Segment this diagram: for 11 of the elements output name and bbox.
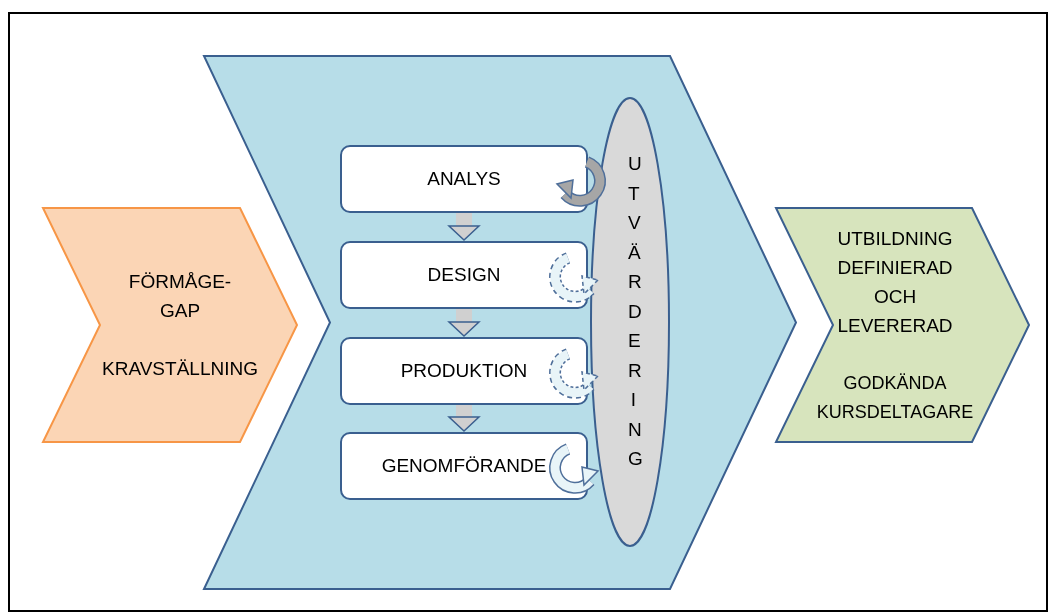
chevron-label: KRAVSTÄLLNING [102,357,258,381]
process-box: PRODUKTION [340,337,588,405]
block-arrow [448,213,480,241]
block-arrow [448,309,480,337]
block-arrow [448,405,480,432]
process-box: GENOMFÖRANDE [340,432,588,500]
chevron-label: FÖRMÅGE- GAP [127,270,233,323]
chevron-label: UTBILDNING DEFINIERAD OCH LEVERERAD [836,226,954,338]
chevron-label: GODKÄNDA KURSDELTAGARE [815,371,975,424]
process-box: DESIGN [340,241,588,309]
process-box: ANALYS [340,145,588,213]
